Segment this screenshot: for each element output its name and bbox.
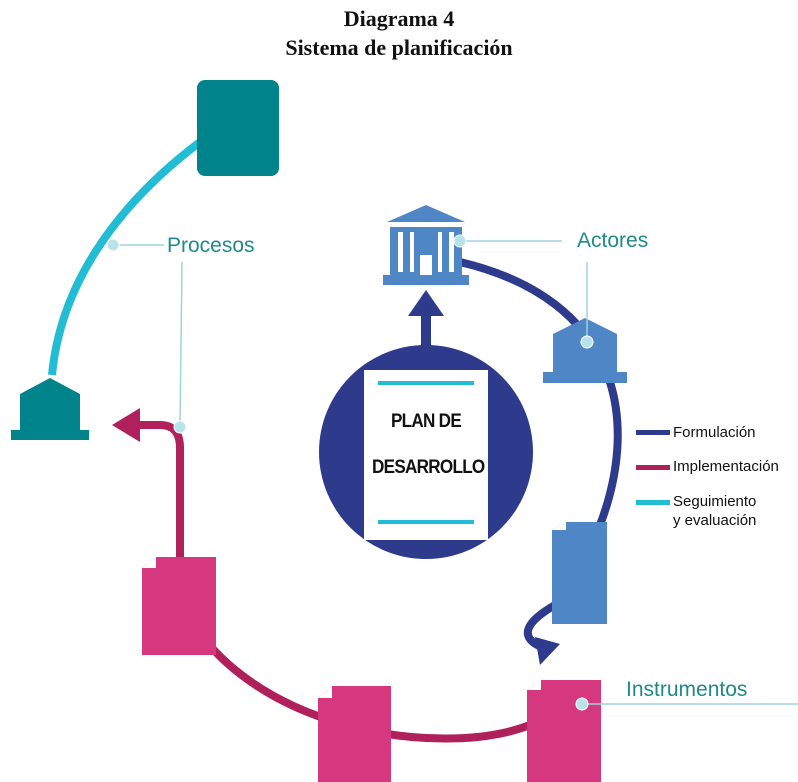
legend-label-formulacion: Formulación	[673, 424, 756, 441]
diagram-subtitle: Sistema de planificación	[285, 35, 513, 60]
plan-document	[364, 370, 488, 540]
legend-label-implementacion: Implementación	[673, 458, 779, 475]
plan-doc-line-bottom	[378, 520, 474, 524]
implementacion-arc-left	[140, 421, 184, 560]
legend-label-evaluacion: y evaluación	[673, 512, 757, 529]
instrument-document-icon-bottom	[318, 686, 391, 782]
instrumentos-callout-dot	[575, 697, 589, 711]
instrument-document-icon-left	[142, 557, 216, 655]
instrumentos-label: Instrumentos	[626, 678, 748, 701]
actores-label: Actores	[577, 229, 649, 252]
seguimiento-document-icon	[197, 80, 279, 176]
legend-swatch-seguimiento	[636, 500, 670, 505]
implementacion-arrowhead	[112, 408, 140, 442]
plan-text-line1: PLAN DE	[390, 411, 462, 432]
actores-callout-dot	[453, 234, 467, 248]
plan-doc-line-top	[378, 381, 474, 385]
plan-arrow-head	[408, 290, 444, 316]
legend-label-seguimiento: Seguimiento	[673, 493, 757, 510]
formulacion-arrowhead	[535, 637, 560, 665]
formulacion-document-icon	[552, 522, 607, 624]
procesos-callout-dot-2	[173, 420, 187, 434]
legend-swatch-formulacion	[636, 430, 670, 435]
plan-arrow-shaft	[421, 310, 431, 358]
procesos-callout-line-2	[179, 261, 183, 428]
seguimiento-building-icon	[11, 378, 89, 440]
plan-text-line2: DESARROLLO	[372, 457, 485, 478]
procesos-label: Procesos	[167, 234, 255, 257]
legend-swatch-implementacion	[636, 465, 670, 470]
seguimiento-arc	[48, 138, 203, 376]
institution-icon	[383, 205, 469, 285]
diagram-title: Diagrama 4	[343, 6, 455, 31]
actores-callout-dot-2	[580, 335, 594, 349]
procesos-callout-dot	[106, 238, 120, 252]
instrument-document-icon-right	[527, 680, 601, 782]
actor-building-icon	[543, 318, 627, 383]
